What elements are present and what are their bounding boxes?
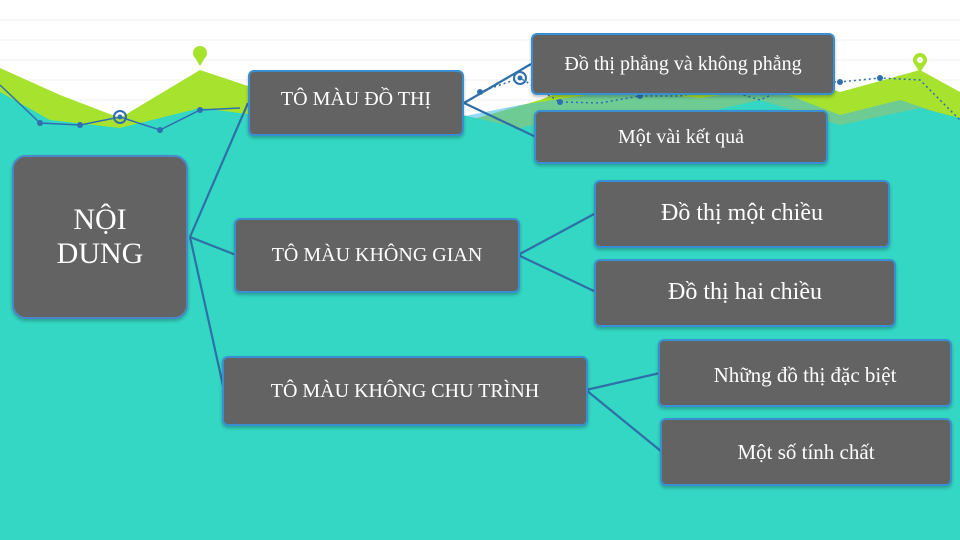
leaf-node-do-thi-phang[interactable]: Đồ thị phẳng và không phẳng — [531, 33, 835, 95]
connector-b2-c1 — [517, 212, 597, 256]
location-pin-icon — [193, 46, 207, 66]
branch-node-to-mau-khong-chu-trinh[interactable]: TÔ MÀU KHÔNG CHU TRÌNH — [222, 356, 588, 426]
leaf-node-mot-vai-ket-qua[interactable]: Một vài kết quả — [534, 110, 828, 164]
connector-b3-c1 — [585, 371, 661, 392]
connector-root-branch-2 — [189, 235, 237, 257]
leaf-node-label: Một vài kết quả — [617, 125, 745, 148]
connector-b3-c2 — [585, 389, 663, 453]
leaf-node-label: Đồ thị một chiều — [661, 200, 823, 227]
leaf-node-mot-so-tinh-chat[interactable]: Một số tính chất — [660, 418, 952, 486]
connector-root-branch-1 — [188, 102, 250, 238]
location-pin-icon — [913, 53, 927, 73]
connector-b1-c1 — [463, 63, 532, 104]
root-node-label: NỘI DUNG — [56, 202, 144, 271]
connector-b1-c2 — [463, 102, 537, 138]
branch-node-label: TÔ MÀU ĐỒ THỊ — [280, 88, 432, 110]
connector-b2-c2 — [517, 254, 597, 293]
leaf-node-label: Một số tính chất — [737, 439, 875, 464]
branch-node-to-mau-khong-gian[interactable]: TÔ MÀU KHÔNG GIAN — [234, 218, 520, 293]
leaf-node-do-thi-hai-chieu[interactable]: Đồ thị hai chiều — [594, 259, 896, 327]
branch-node-label: TÔ MÀU KHÔNG CHU TRÌNH — [270, 379, 540, 402]
branch-node-label: TÔ MÀU KHÔNG GIAN — [271, 244, 483, 266]
leaf-node-label: Đồ thị hai chiều — [668, 279, 822, 306]
root-node[interactable]: NỘI DUNG — [12, 155, 188, 319]
leaf-node-nhung-do-thi-dac-biet[interactable]: Những đồ thị đặc biệt — [658, 339, 952, 407]
leaf-node-do-thi-mot-chieu[interactable]: Đồ thị một chiều — [594, 180, 890, 248]
connector-root-branch-3 — [188, 236, 226, 391]
leaf-node-label: Những đồ thị đặc biệt — [713, 363, 897, 387]
branch-node-to-mau-do-thi[interactable]: TÔ MÀU ĐỒ THỊ — [248, 70, 464, 136]
leaf-node-label: Đồ thị phẳng và không phẳng — [564, 52, 802, 75]
